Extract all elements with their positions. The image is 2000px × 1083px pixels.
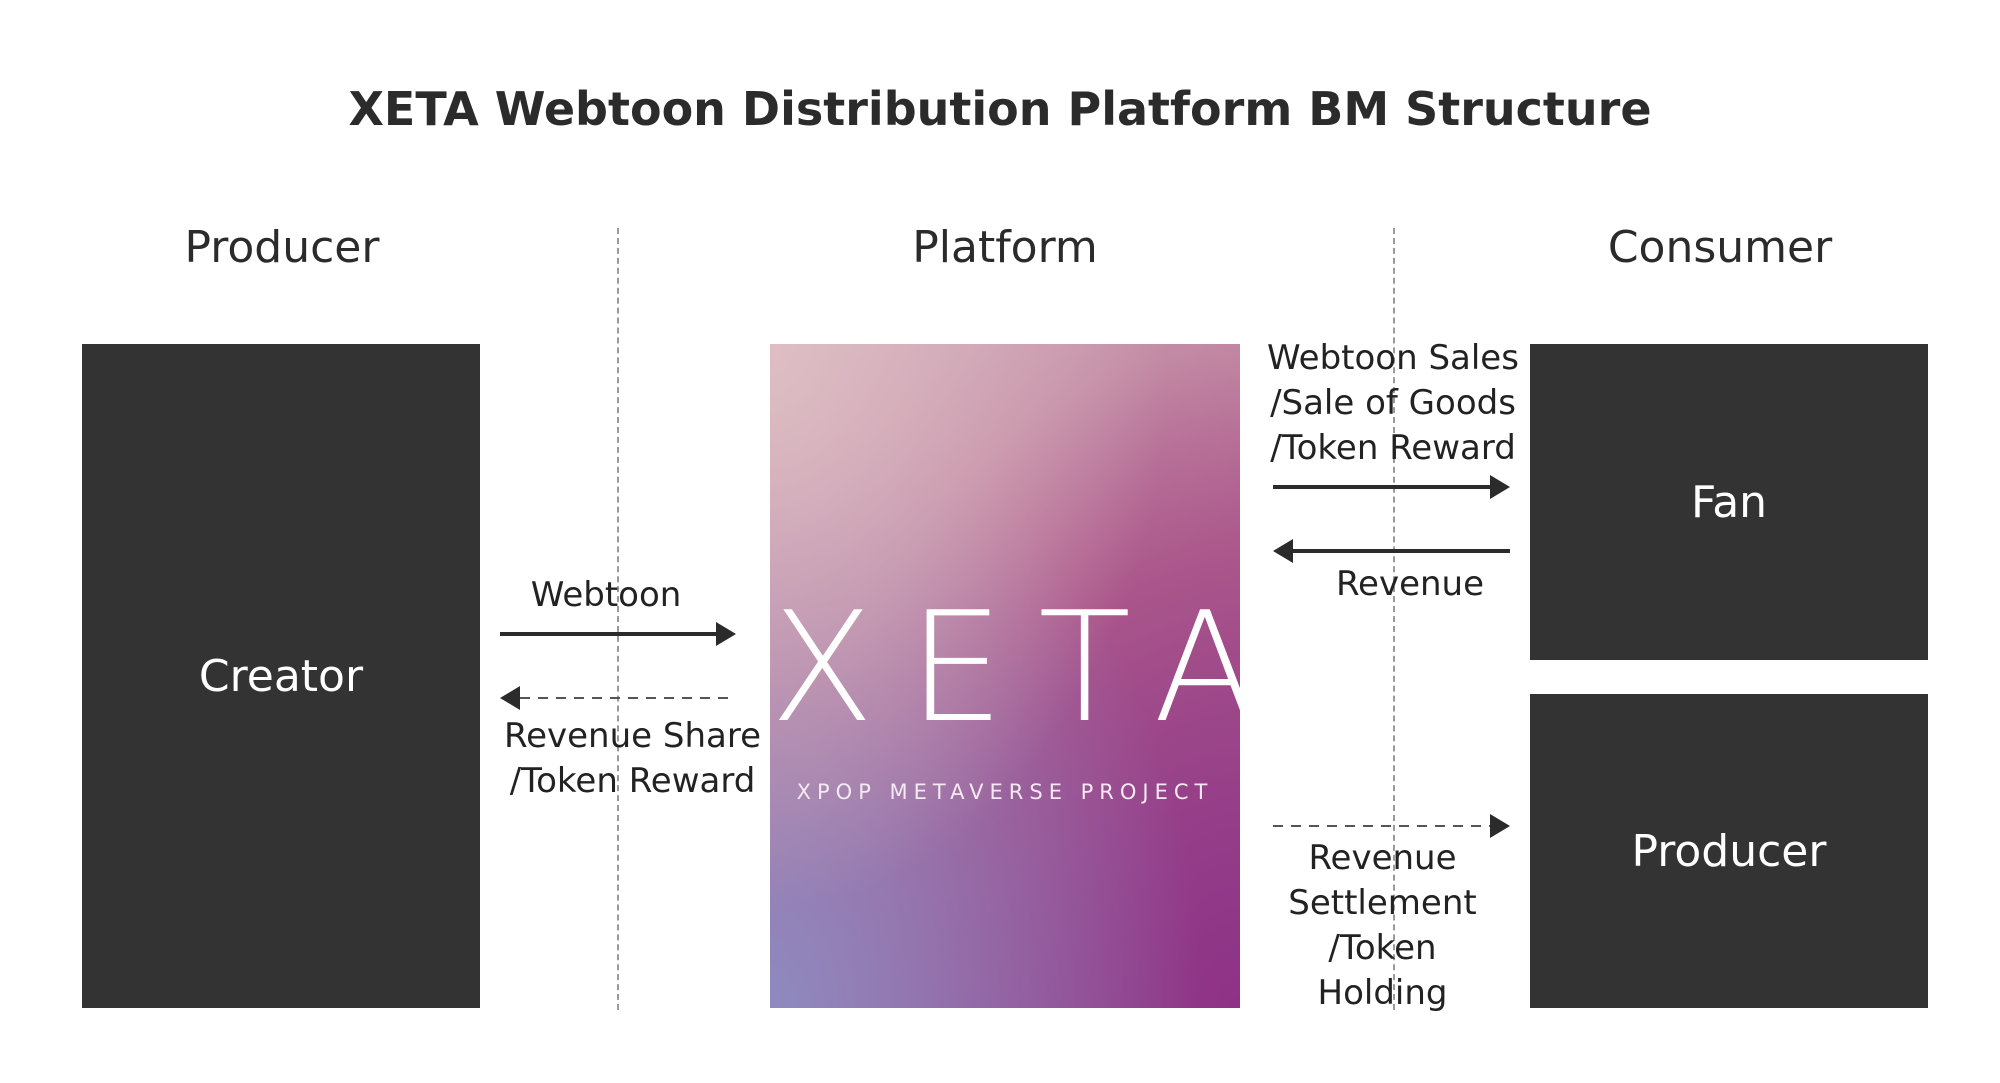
- column-header-platform: Platform: [912, 222, 1098, 273]
- settlement-line-2: Settlement: [1288, 883, 1477, 923]
- settlement-arrow: [1273, 814, 1510, 838]
- sales-line-3: /Token Reward: [1270, 428, 1516, 468]
- settlement-line-3: /Token: [1328, 928, 1437, 968]
- fan-label: Fan: [1690, 476, 1768, 528]
- xeta-platform-panel: XETA XPOP METAVERSE PROJECT: [770, 344, 1240, 1008]
- xeta-subtitle: XPOP METAVERSE PROJECT: [796, 780, 1214, 804]
- divider-right: [1393, 228, 1395, 1010]
- revenue-share-arrow: [500, 686, 736, 710]
- sales-line-1: Webtoon Sales: [1267, 338, 1519, 378]
- webtoon-arrow: [500, 622, 736, 646]
- column-header-consumer: Consumer: [1607, 222, 1833, 273]
- revenue-share-line-1: Revenue Share: [504, 716, 761, 756]
- settlement-flow-label: Revenue Settlement /Token Holding: [1270, 836, 1495, 1016]
- revenue-flow-label: Revenue: [1335, 564, 1485, 604]
- revenue-share-line-2: /Token Reward: [509, 761, 756, 801]
- diagram-title: XETA Webtoon Distribution Platform BM St…: [348, 82, 1652, 136]
- sales-arrow: [1273, 475, 1510, 499]
- settlement-line-4: Holding: [1317, 973, 1448, 1013]
- divider-left: [617, 228, 619, 1010]
- xeta-wordmark: XETA: [770, 579, 1240, 756]
- creator-box: Creator: [82, 344, 480, 1008]
- settlement-line-1: Revenue: [1308, 838, 1457, 878]
- sales-line-2: /Sale of Goods: [1270, 383, 1516, 423]
- creator-label: Creator: [198, 650, 364, 702]
- fan-box: Fan: [1530, 344, 1928, 660]
- column-header-producer: Producer: [184, 222, 380, 273]
- producer-label: Producer: [1631, 825, 1827, 877]
- producer-box: Producer: [1530, 694, 1928, 1008]
- revenue-arrow: [1273, 539, 1510, 563]
- revenue-share-flow-label: Revenue Share /Token Reward: [490, 714, 775, 804]
- sales-flow-label: Webtoon Sales /Sale of Goods /Token Rewa…: [1243, 336, 1543, 471]
- webtoon-flow-label: Webtoon: [530, 575, 682, 615]
